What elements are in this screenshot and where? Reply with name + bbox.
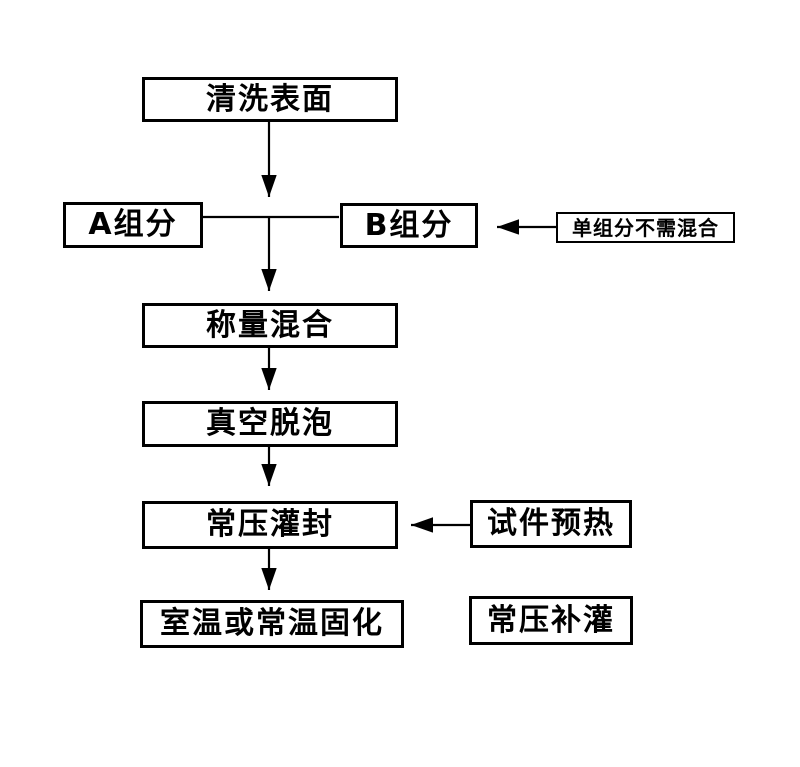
node-single-component-note-label: 单组分不需混合 bbox=[572, 215, 719, 240]
node-room-temp-cure-label: 室温或常温固化 bbox=[160, 606, 384, 641]
node-clean-surface-label: 清洗表面 bbox=[206, 81, 334, 117]
node-clean-surface: 清洗表面 bbox=[142, 77, 398, 122]
node-pressure-refill-label: 常压补灌 bbox=[487, 602, 615, 638]
node-weigh-mix-label: 称量混合 bbox=[206, 307, 334, 343]
node-component-b: B组分 bbox=[340, 203, 478, 248]
node-single-component-note: 单组分不需混合 bbox=[556, 212, 735, 243]
node-pressure-refill: 常压补灌 bbox=[469, 596, 633, 645]
node-specimen-preheat: 试件预热 bbox=[470, 500, 632, 548]
node-vacuum-degas: 真空脱泡 bbox=[142, 401, 398, 447]
node-vacuum-degas-label: 真空脱泡 bbox=[206, 406, 334, 441]
node-component-a: A组分 bbox=[63, 202, 203, 248]
node-specimen-preheat-label: 试件预热 bbox=[487, 506, 615, 541]
node-component-a-label: A组分 bbox=[88, 207, 178, 242]
node-room-temp-cure: 室温或常温固化 bbox=[140, 600, 404, 648]
node-pressure-potting-label: 常压灌封 bbox=[206, 507, 334, 542]
node-component-b-label: B组分 bbox=[364, 207, 454, 243]
node-pressure-potting: 常压灌封 bbox=[142, 501, 398, 549]
node-weigh-mix: 称量混合 bbox=[142, 303, 398, 348]
